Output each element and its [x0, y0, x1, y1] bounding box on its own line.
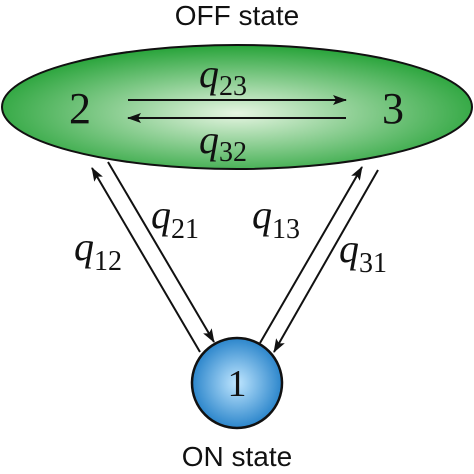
node-3-label: 3: [382, 84, 404, 133]
rate-label-q13: q13: [252, 192, 300, 245]
rate-label-q31: q31: [339, 226, 387, 279]
arrow-q13: [259, 166, 363, 344]
arrow-q12: [91, 167, 201, 353]
rate-label-q32: q32: [199, 117, 247, 168]
node-1-label: 1: [228, 363, 247, 405]
arrow-q31: [273, 169, 379, 353]
off-state-title: OFF state: [174, 0, 300, 31]
rate-label-q23: q23: [199, 51, 247, 102]
rate-label-q21: q21: [151, 192, 199, 245]
arrow-q21: [107, 161, 215, 343]
on-state-node: [190, 336, 284, 430]
node-2-label: 2: [69, 84, 91, 133]
on-state-title: ON state: [181, 441, 293, 472]
off-state-ellipse: [1, 44, 473, 170]
rate-label-q12: q12: [74, 224, 122, 277]
